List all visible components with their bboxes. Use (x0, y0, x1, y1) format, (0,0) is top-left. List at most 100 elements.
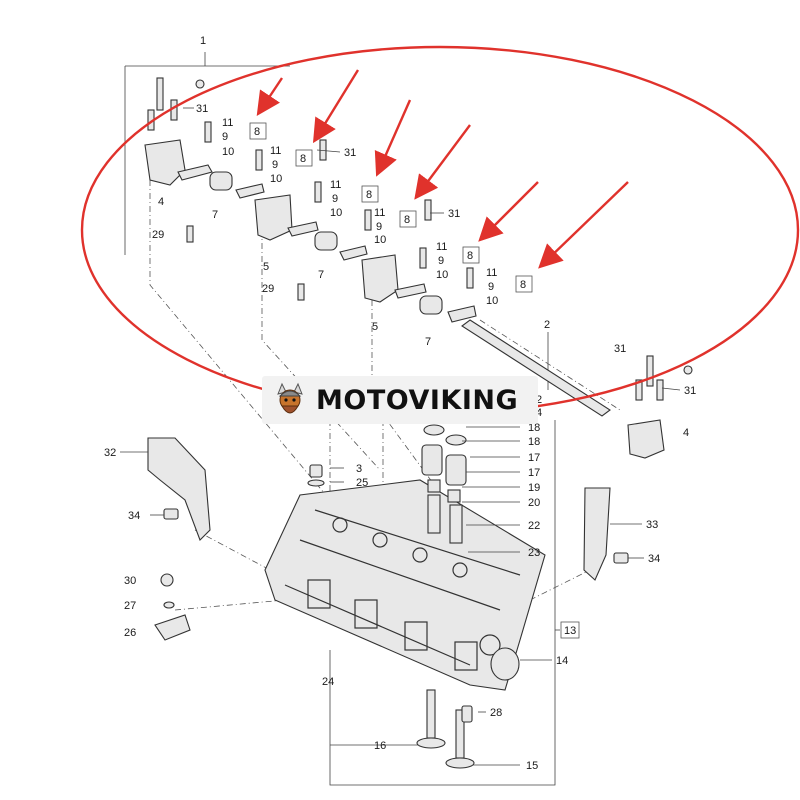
callout-29: 29 (262, 283, 274, 295)
callout-7: 7 (212, 209, 218, 221)
callout-31: 31 (196, 103, 208, 115)
callout-labels: 1 2 2 3 4 4 4 5 5 7 7 7 8 8 8 8 8 8 9 9 … (104, 35, 696, 772)
callout-27: 27 (124, 600, 136, 612)
callout-11: 11 (330, 179, 341, 191)
valve-spring-17a (421, 444, 443, 476)
valve-16 (426, 689, 436, 739)
callout-10: 10 (222, 146, 234, 158)
callout-31: 31 (614, 343, 626, 355)
callout-8: 8 (467, 250, 473, 262)
leader-lines (120, 107, 681, 713)
rocker-spring-1 (209, 171, 233, 191)
washer-25 (307, 479, 325, 487)
callout-2: 2 (536, 394, 542, 406)
callout-7: 7 (318, 269, 324, 281)
callout-19: 19 (528, 482, 540, 494)
callout-4: 4 (536, 407, 542, 419)
callout-8: 8 (404, 214, 410, 226)
rocker-arm-6 (447, 305, 477, 323)
callout-30: 30 (124, 575, 136, 587)
callout-8: 8 (254, 126, 260, 138)
callout-16: 16 (374, 740, 386, 752)
callout-1: 1 (200, 35, 206, 47)
callout-9: 9 (272, 159, 278, 171)
callout-10: 10 (374, 234, 386, 246)
callout-11: 11 (486, 267, 497, 279)
callout-11: 11 (222, 117, 233, 129)
rocker-arm-2 (235, 183, 265, 199)
callout-9: 9 (488, 281, 494, 293)
callout-22: 22 (528, 520, 540, 532)
callout-8: 8 (300, 153, 306, 165)
callout-10: 10 (330, 207, 342, 219)
callout-9: 9 (222, 131, 228, 143)
lifting-brackets (147, 437, 629, 641)
dowel-28 (461, 705, 473, 723)
callout-2: 2 (544, 319, 550, 331)
callout-4: 4 (158, 196, 164, 208)
assembly-bracket-lines (124, 52, 560, 786)
highlight-arrow-4 (414, 124, 471, 200)
valve-spring-17b (445, 454, 467, 486)
rocker-assembly (144, 139, 665, 459)
valve-guide-22a (427, 494, 441, 534)
callout-26: 26 (124, 627, 136, 639)
callout-11: 11 (436, 241, 447, 253)
callout-14: 14 (556, 655, 568, 667)
cylinder-head (264, 479, 546, 691)
callout-18: 18 (528, 422, 540, 434)
rocker-spring-2 (314, 231, 338, 251)
callout-5: 5 (372, 321, 378, 333)
callout-10: 10 (436, 269, 448, 281)
callout-31: 31 (344, 147, 356, 159)
bolt-30 (160, 573, 174, 587)
rocker-support-4-right (627, 419, 665, 459)
rocker-arm-3 (287, 221, 319, 237)
bolt-34-right (613, 552, 629, 564)
callout-31: 31 (684, 385, 696, 397)
bracket-33 (583, 487, 611, 581)
callout-5: 5 (263, 261, 269, 273)
bolts-and-adjusters (147, 77, 693, 401)
callout-23: 23 (528, 547, 540, 559)
highlight-arrow-2 (312, 69, 360, 144)
callout-32: 32 (104, 447, 116, 459)
callout-9: 9 (438, 255, 444, 267)
callout-11: 11 (374, 207, 385, 219)
callout-20: 20 (528, 497, 540, 509)
rocker-arm-5 (394, 283, 427, 299)
washer-27 (163, 601, 175, 609)
callout-29: 29 (152, 229, 164, 241)
viking-mascot-icon (277, 382, 303, 414)
callout-9: 9 (376, 221, 382, 233)
callout-17: 17 (528, 452, 540, 464)
rocker-shaft (461, 319, 611, 417)
bracket-32 (147, 437, 211, 541)
clamp-26 (154, 614, 191, 641)
brand-name: MOTOVIKING (316, 384, 519, 416)
callout-17: 17 (528, 467, 540, 479)
rocker-support-5-b (361, 254, 399, 303)
callout-boxes (249, 122, 580, 639)
callout-9: 9 (332, 193, 338, 205)
rocker-arm-4 (339, 245, 368, 261)
callout-3: 3 (356, 463, 362, 475)
callout-10: 10 (486, 295, 498, 307)
callout-7: 7 (425, 336, 431, 348)
callout-4: 4 (683, 427, 689, 439)
callout-8: 8 (366, 189, 372, 201)
callout-15: 15 (526, 760, 538, 772)
callout-10: 10 (270, 173, 282, 185)
rocker-arm-1 (177, 164, 213, 181)
callout-31: 31 (448, 208, 460, 220)
callout-25: 25 (356, 477, 368, 489)
callout-13: 13 (564, 625, 576, 637)
bolt-34-left (163, 508, 179, 520)
callout-18: 18 (528, 436, 540, 448)
callout-34: 34 (128, 510, 140, 522)
callout-8: 8 (520, 279, 526, 291)
callout-34: 34 (648, 553, 660, 565)
valve-train (416, 424, 520, 769)
highlight-arrow-3 (374, 99, 412, 177)
callout-11: 11 (270, 145, 281, 157)
